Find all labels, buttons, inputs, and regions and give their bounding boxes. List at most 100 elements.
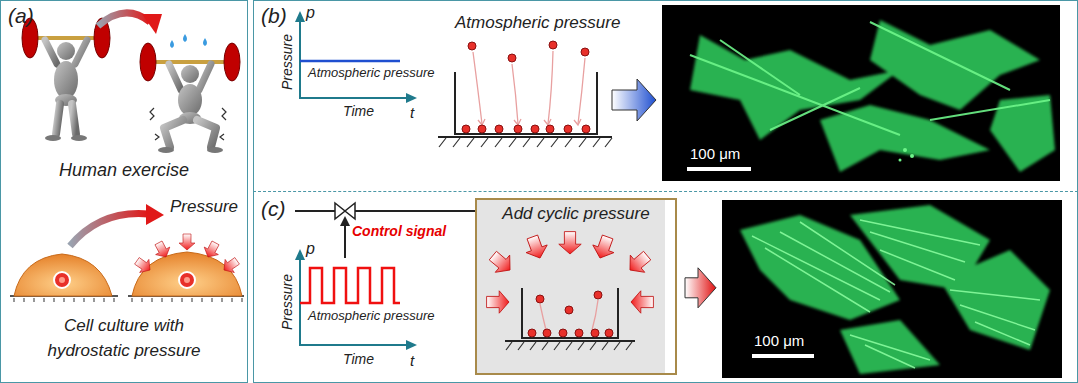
panel-box: (b) 100 μm <box>253 0 1078 192</box>
condition-label: Atmospheric pressure <box>455 13 620 33</box>
panel-box: (c) Add cyclic pressure 100 μm <box>253 191 1078 383</box>
pressure-graph <box>295 249 417 350</box>
pressure-chamber <box>631 291 653 313</box>
block-arrow <box>685 268 716 308</box>
culture-dish <box>439 138 612 147</box>
cell <box>184 277 190 283</box>
micrograph <box>752 220 1040 368</box>
micrograph <box>722 200 1062 378</box>
culture-dish <box>468 42 476 50</box>
culture-dish <box>438 136 612 138</box>
weightlifter-standing <box>54 61 78 99</box>
pressure-arrow <box>132 254 154 276</box>
micrograph <box>662 5 1060 181</box>
culture-dish <box>495 125 503 133</box>
level-label: Atmospheric pressure <box>308 309 434 324</box>
culture-dish <box>462 125 470 133</box>
cell <box>14 254 112 296</box>
weightlifter-squatting <box>140 34 240 153</box>
pressure-chamber <box>487 291 509 313</box>
weightlifter-standing <box>75 40 87 64</box>
pressure-arrow <box>179 234 195 250</box>
cell <box>54 272 70 288</box>
weightlifter-squatting <box>207 147 223 153</box>
weightlifter-squatting <box>164 120 183 147</box>
pressure-graph <box>406 93 417 103</box>
micrograph <box>903 148 907 152</box>
cell-substrate <box>14 298 242 302</box>
weightlifter-standing <box>30 36 102 40</box>
exercise-arrow <box>142 14 162 34</box>
pressure-chamber <box>506 342 632 350</box>
pressure-chamber <box>528 291 613 337</box>
valve-line <box>345 203 355 219</box>
scale-bar-label: 100 μm <box>690 145 740 162</box>
micrograph <box>899 148 915 162</box>
weightlifter-squatting <box>170 34 207 48</box>
chamber-title: Add cyclic pressure <box>477 204 675 224</box>
pressure-graph <box>295 249 305 260</box>
valve-line <box>295 210 475 212</box>
culture-dish <box>478 119 581 125</box>
axis-label: Time <box>343 351 374 367</box>
pressure-chamber <box>536 295 544 303</box>
pressure-graph <box>300 60 400 63</box>
panel-letter: (b) <box>261 4 287 28</box>
valve-line <box>340 216 350 226</box>
cell <box>179 272 195 288</box>
culture-dish <box>508 54 516 62</box>
micrograph <box>662 5 1060 181</box>
weightlifter-standing <box>56 104 60 134</box>
pressure-chamber <box>565 306 573 314</box>
pressure-chamber <box>522 233 551 262</box>
micrograph <box>752 222 895 312</box>
weightlifter-squatting <box>140 43 156 81</box>
axis-label: Pressure <box>279 34 295 90</box>
pressure-graph <box>300 20 408 98</box>
weightlifter-squatting <box>169 64 181 90</box>
pressure-chamber <box>475 198 665 375</box>
culture-dish <box>478 125 486 133</box>
weightlifter-standing <box>71 135 87 141</box>
caption-label: Human exercise <box>0 160 248 181</box>
pressure-arrow <box>146 204 164 225</box>
weightlifter-squatting <box>181 65 199 83</box>
micrograph <box>722 200 1062 378</box>
micrograph <box>740 205 1050 374</box>
pressure-chamber <box>540 300 598 330</box>
pressure-arrow <box>219 254 241 276</box>
valve-line <box>295 203 475 258</box>
signal-label: Control signal <box>352 223 446 239</box>
result-arrow <box>612 79 656 121</box>
culture-dish <box>549 41 557 49</box>
cell-substrate <box>10 296 244 302</box>
pressure-chamber <box>623 247 655 279</box>
pressure-graph <box>300 268 400 303</box>
micrograph <box>840 320 940 374</box>
weightlifter-squatting <box>197 120 216 147</box>
pressure-arrow <box>70 214 148 246</box>
micrograph-image: 100 μm <box>722 200 1062 378</box>
valve-line <box>335 203 345 219</box>
culture-dish <box>438 41 612 147</box>
cell <box>132 252 242 296</box>
pressure-graph <box>406 340 417 350</box>
weightlifter-squatting <box>158 147 174 153</box>
axis-symbol: p <box>306 4 315 22</box>
pressure-chamber <box>594 291 602 299</box>
pressure-chamber <box>591 329 599 337</box>
culture-dish <box>514 125 522 133</box>
panel-letter: (a) <box>8 4 34 28</box>
micrograph <box>690 20 1055 172</box>
weightlifter-standing <box>22 18 110 141</box>
pressure-chamber-box: Add cyclic pressure <box>475 198 677 375</box>
micrograph <box>690 22 1050 135</box>
axis-symbol: t <box>410 104 414 121</box>
micrograph <box>690 22 1050 135</box>
culture-dish <box>581 48 589 56</box>
caption-label: Cell culture with hydrostatic pressure <box>29 313 219 363</box>
pressure-chamber <box>522 288 618 338</box>
culture-dish <box>564 125 572 133</box>
pressure-chamber <box>475 198 665 375</box>
panel-letter: (c) <box>261 197 286 221</box>
